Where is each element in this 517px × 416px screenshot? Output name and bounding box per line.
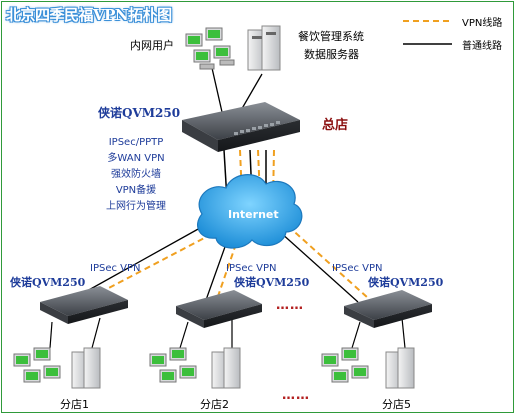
branch2-label: 分店2 (200, 398, 229, 411)
branch5-vpn-label: IPSec VPN (332, 263, 383, 274)
feature-item: 上网行为管理 (106, 201, 166, 212)
branch5-router-name: 侠诺QVM250 (368, 276, 444, 289)
feature-item: VPN备援 (115, 185, 157, 196)
branch1-clients-icon (13, 347, 101, 389)
hq-features: IPSec/PPTP 多WAN VPN 强效防火墙 VPN备援 上网行为管理 (76, 135, 196, 215)
branch1-router-icon (40, 286, 128, 324)
hq-label: 总店 (322, 118, 349, 133)
hq-router-icon (182, 102, 300, 152)
legend-vpn-label: VPN线路 (462, 18, 503, 29)
hq-intranet-pcs-icon (185, 27, 235, 70)
server-label-line1: 餐饮管理系统 (298, 30, 364, 43)
legend-normal-label: 普通线路 (462, 41, 502, 52)
internet-label: Internet (228, 208, 279, 221)
branch2-vpn-label: IPSec VPN (226, 263, 277, 274)
server-label-line2: 数据服务器 (304, 48, 359, 61)
more-branches-ellipsis: …… (276, 298, 304, 313)
feature-item: 多WAN VPN (107, 153, 165, 164)
branch1-vpn-label: IPSec VPN (90, 263, 141, 274)
intranet-users-label: 内网用户 (130, 39, 174, 52)
internet-cloud-icon (197, 174, 303, 249)
diagram-title: 北京四季民福VPN拓朴图 (6, 6, 172, 24)
branch1-label: 分店1 (60, 398, 89, 411)
feature-item: 强效防火墙 (111, 169, 161, 180)
branch2-clients-icon (149, 347, 241, 389)
branch2-router-name: 侠诺QVM250 (234, 276, 310, 289)
branch2-router-icon (176, 290, 262, 328)
branch5-label: 分店5 (382, 398, 411, 411)
more-branches-ellipsis-bottom: …… (282, 388, 310, 403)
feature-item: IPSec/PPTP (108, 137, 164, 148)
branch5-router-icon (344, 290, 432, 328)
hq-servers-icon (247, 25, 281, 71)
hq-router-name: 侠诺QVM250 (98, 106, 181, 120)
branch1-router-name: 侠诺QVM250 (10, 276, 86, 289)
branch5-clients-icon (321, 347, 415, 389)
